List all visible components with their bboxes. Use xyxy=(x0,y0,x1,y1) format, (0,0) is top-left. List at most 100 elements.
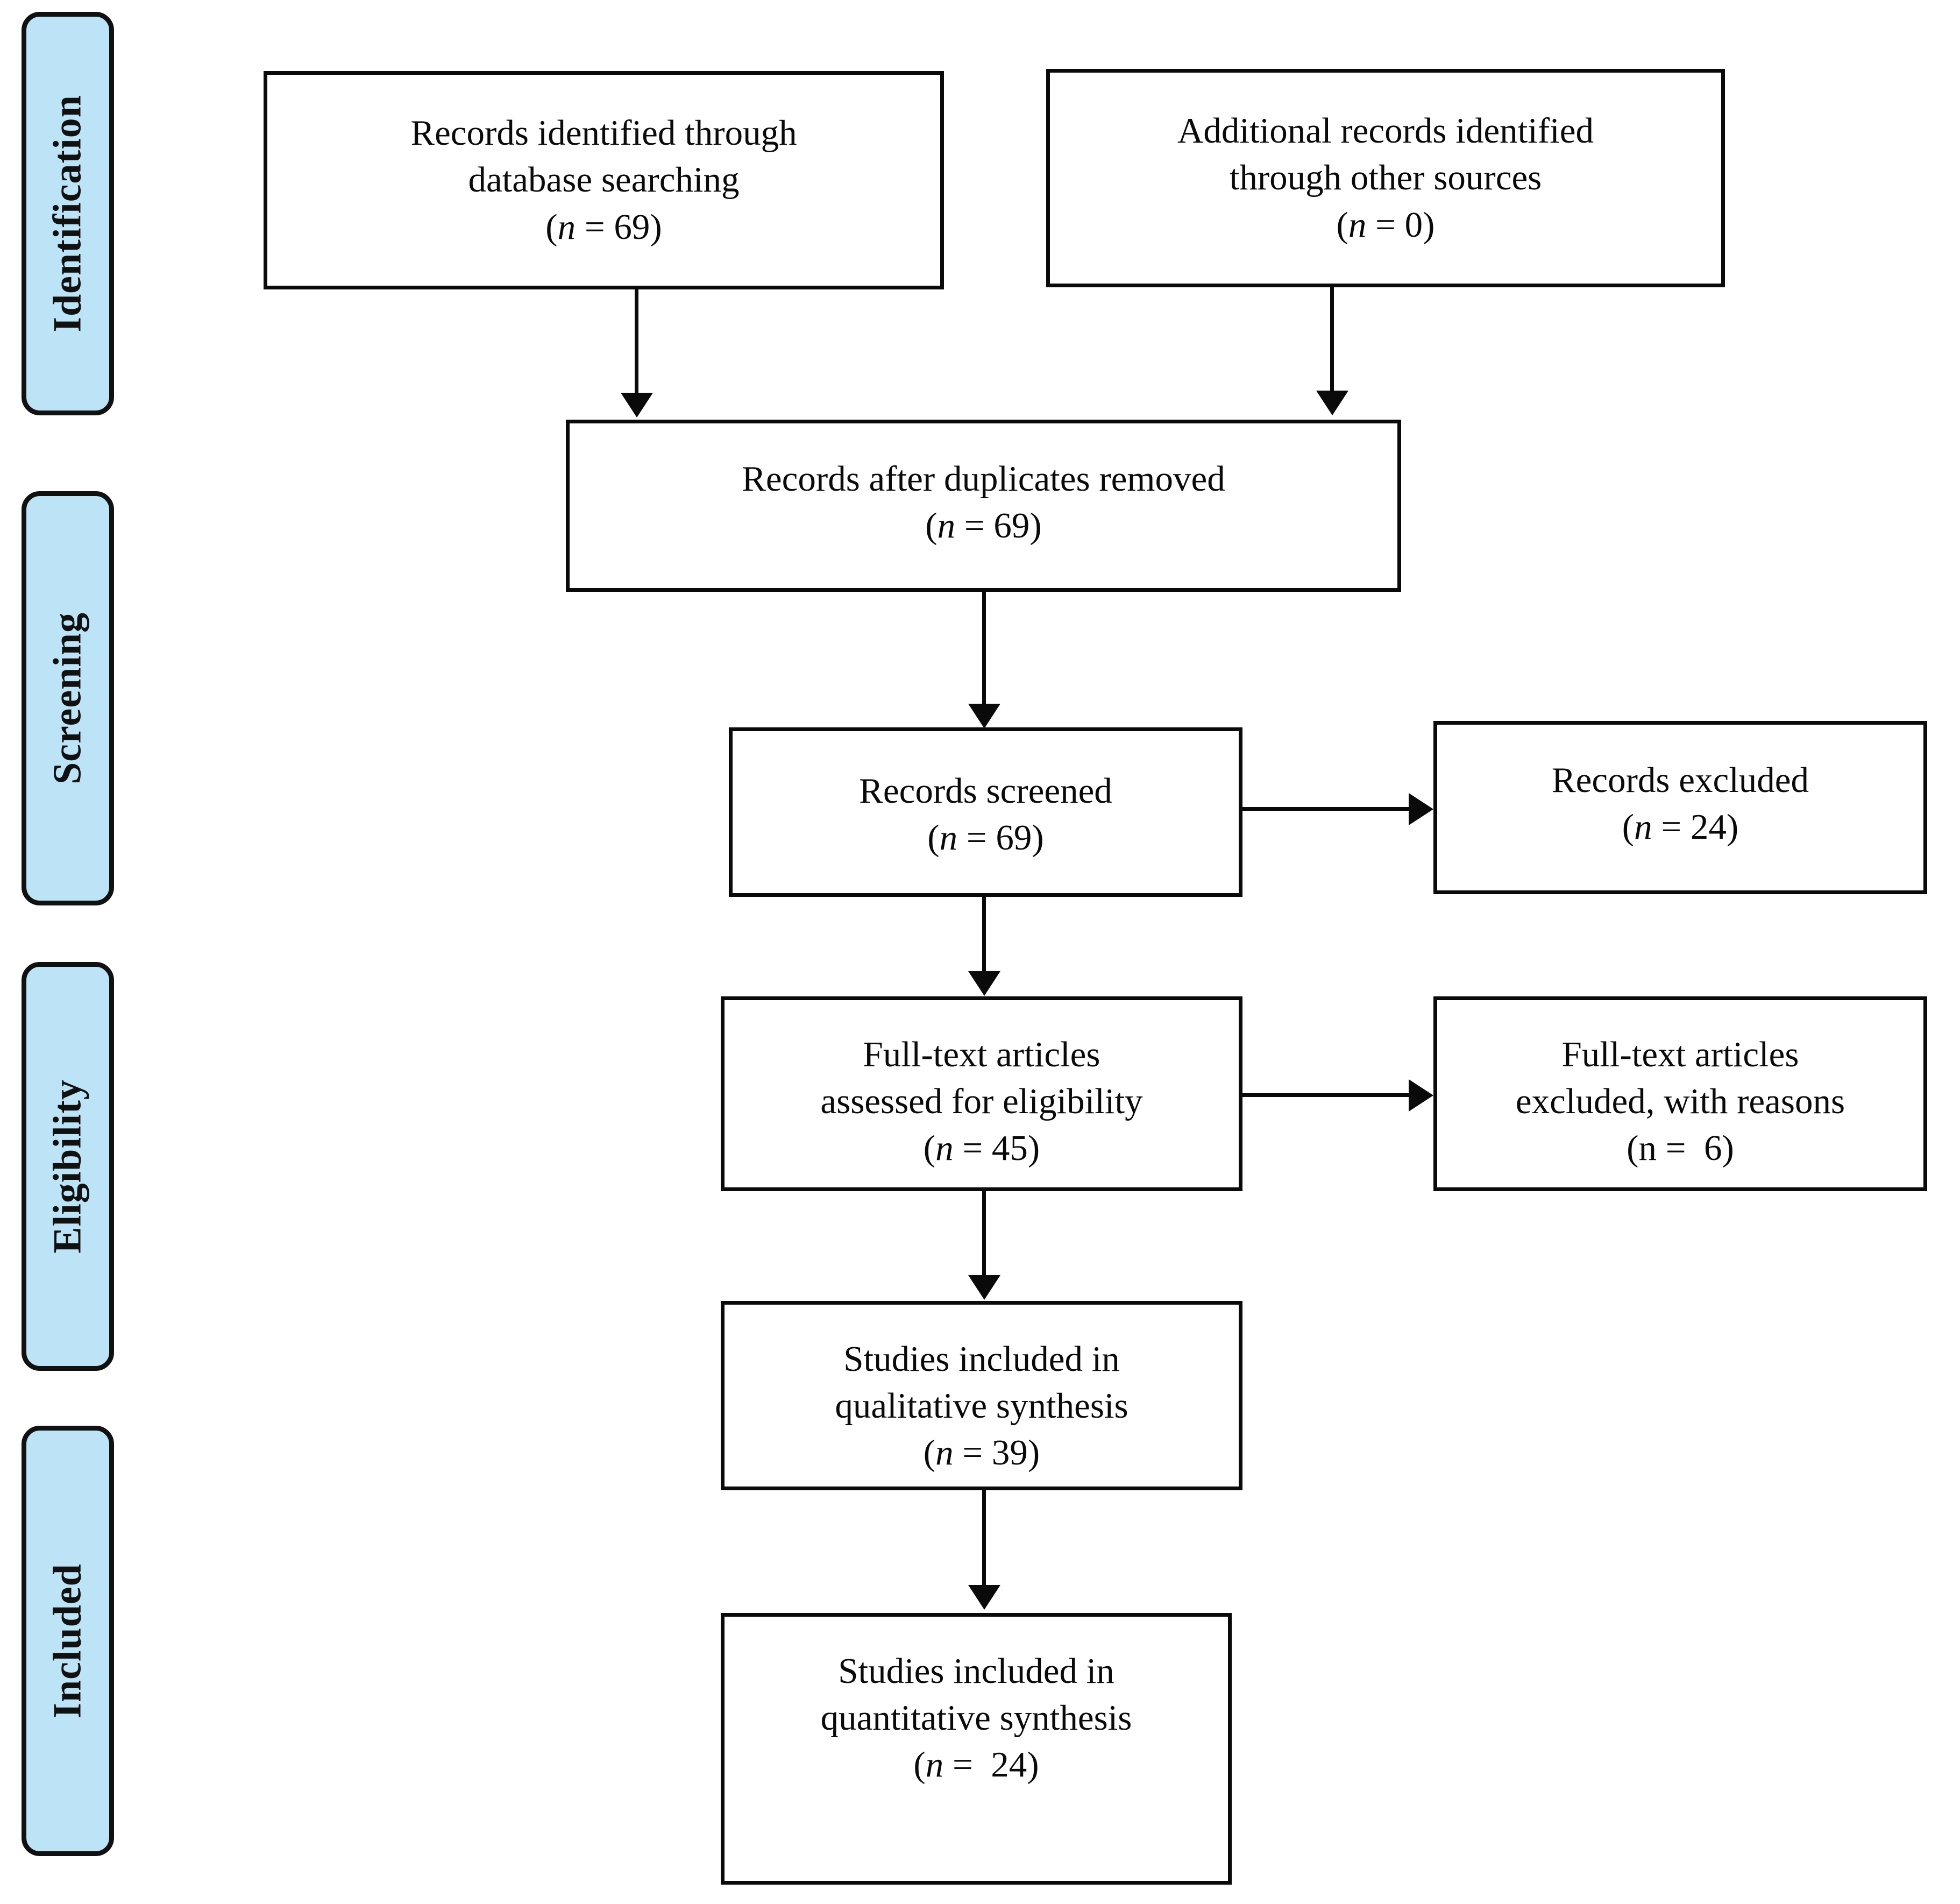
arrowhead-qualitative-to-quantitative xyxy=(968,1585,1000,1610)
box-records-identified-database-count: (n = 69) xyxy=(267,204,940,251)
n-symbol: n xyxy=(557,207,576,247)
connector-db-to-duplicates xyxy=(635,289,638,395)
box-fulltext-assessed-line1: Full-text articles xyxy=(863,1035,1100,1074)
equals-sign: = xyxy=(1656,1128,1705,1169)
phase-tab-included-label: Included xyxy=(45,1563,90,1718)
box-records-after-duplicates-count: (n = 69) xyxy=(570,502,1397,549)
arrowhead-screened-to-fulltext xyxy=(968,971,1000,996)
box-fulltext-assessed-count: (n = 45) xyxy=(725,1125,1239,1172)
box-fulltext-excluded: Full-text articles excluded, with reason… xyxy=(1433,996,1927,1191)
box-records-after-duplicates-line1: Records after duplicates removed xyxy=(742,459,1225,499)
n-value: 24 xyxy=(1690,807,1727,847)
box-fulltext-excluded-line1: Full-text articles xyxy=(1561,1035,1799,1074)
n-symbol: n xyxy=(1638,1128,1657,1169)
n-symbol: n xyxy=(935,1128,954,1169)
box-studies-qualitative-line1: Studies included in xyxy=(843,1339,1120,1379)
paren-close: ) xyxy=(1423,204,1435,245)
arrowhead-duplicates-to-screened xyxy=(968,704,1000,728)
box-records-identified-other-line2: through other sources xyxy=(1229,158,1542,198)
paren-open: ( xyxy=(923,1128,936,1169)
n-value: 69 xyxy=(996,818,1032,858)
box-studies-qualitative: Studies included in qualitative synthesi… xyxy=(721,1301,1242,1490)
box-records-excluded: Records excluded (n = 24) xyxy=(1433,721,1927,894)
paren-close: ) xyxy=(1726,807,1739,847)
n-value: 69 xyxy=(993,506,1030,546)
box-records-identified-other: Additional records identified through ot… xyxy=(1046,69,1725,287)
box-records-screened: Records screened (n = 69) xyxy=(729,727,1242,897)
phase-tab-eligibility[interactable]: Eligibility xyxy=(22,962,114,1371)
n-value: 69 xyxy=(614,207,650,247)
n-symbol: n xyxy=(935,1433,954,1473)
n-value: 0 xyxy=(1404,204,1423,245)
n-symbol: n xyxy=(1634,807,1652,847)
paren-open: ( xyxy=(913,1745,926,1785)
paren-close: ) xyxy=(650,207,662,247)
n-symbol: n xyxy=(1348,204,1367,245)
equals-sign: = xyxy=(953,1433,992,1473)
connector-duplicates-to-screened xyxy=(982,592,986,707)
paren-open: ( xyxy=(1336,204,1348,245)
paren-close: ) xyxy=(1027,1128,1040,1169)
box-studies-qualitative-line2: qualitative synthesis xyxy=(835,1386,1128,1426)
box-fulltext-excluded-count: (n = 6) xyxy=(1437,1125,1923,1172)
equals-sign: = xyxy=(1652,807,1691,847)
equals-sign: = xyxy=(943,1745,991,1785)
n-symbol: n xyxy=(939,818,958,858)
paren-close: ) xyxy=(1027,1433,1040,1473)
box-records-identified-other-count: (n = 0) xyxy=(1050,202,1721,249)
connector-screened-to-fulltext xyxy=(982,897,986,974)
box-studies-quantitative-line1: Studies included in xyxy=(838,1651,1114,1691)
box-studies-qualitative-count: (n = 39) xyxy=(725,1429,1239,1476)
paren-close: ) xyxy=(1722,1128,1734,1169)
connector-fulltext-to-excluded xyxy=(1242,1093,1412,1097)
connector-other-to-duplicates xyxy=(1330,287,1334,393)
arrowhead-fulltext-to-excluded xyxy=(1409,1079,1433,1112)
equals-sign: = xyxy=(1366,204,1405,245)
paren-close: ) xyxy=(1032,818,1044,858)
box-records-identified-other-line1: Additional records identified xyxy=(1177,111,1594,151)
arrowhead-other-to-duplicates xyxy=(1316,391,1348,415)
n-value: 24 xyxy=(991,1745,1027,1785)
box-fulltext-assessed-line2: assessed for eligibility xyxy=(820,1081,1143,1122)
box-records-after-duplicates: Records after duplicates removed (n = 69… xyxy=(566,420,1401,592)
phase-tab-identification[interactable]: Identification xyxy=(22,12,114,415)
n-value: 6 xyxy=(1704,1128,1722,1169)
box-records-identified-database-line2: database searching xyxy=(468,160,740,200)
box-records-identified-database: Records identified through database sear… xyxy=(264,71,944,289)
paren-close: ) xyxy=(1029,506,1042,546)
arrowhead-fulltext-to-qualitative xyxy=(968,1275,1000,1300)
n-value: 39 xyxy=(991,1433,1028,1473)
paren-open: ( xyxy=(925,506,938,546)
arrowhead-db-to-duplicates xyxy=(621,393,653,417)
paren-open: ( xyxy=(1627,1128,1639,1169)
paren-open: ( xyxy=(1622,807,1635,847)
box-fulltext-assessed: Full-text articles assessed for eligibil… xyxy=(721,996,1242,1191)
paren-open: ( xyxy=(927,818,940,858)
phase-tab-screening-label: Screening xyxy=(45,612,90,785)
phase-tab-identification-label: Identification xyxy=(45,95,90,332)
n-value: 45 xyxy=(991,1128,1028,1169)
connector-qualitative-to-quantitative xyxy=(982,1490,986,1588)
box-studies-quantitative: Studies included in quantitative synthes… xyxy=(721,1613,1232,1885)
box-records-excluded-count: (n = 24) xyxy=(1437,804,1923,851)
phase-tab-eligibility-label: Eligibility xyxy=(45,1079,90,1254)
box-records-excluded-line1: Records excluded xyxy=(1551,760,1809,800)
paren-open: ( xyxy=(545,207,558,247)
n-symbol: n xyxy=(937,506,956,546)
box-records-identified-database-line1: Records identified through xyxy=(410,113,797,153)
equals-sign: = xyxy=(953,1128,992,1169)
box-studies-quantitative-line2: quantitative synthesis xyxy=(820,1698,1132,1738)
box-studies-quantitative-count: (n = 24) xyxy=(725,1742,1228,1788)
box-records-screened-count: (n = 69) xyxy=(733,815,1239,861)
connector-fulltext-to-qualitative xyxy=(982,1191,986,1278)
equals-sign: = xyxy=(955,506,994,546)
equals-sign: = xyxy=(576,207,614,247)
paren-close: ) xyxy=(1027,1745,1039,1785)
n-symbol: n xyxy=(925,1745,944,1785)
paren-open: ( xyxy=(923,1433,936,1473)
phase-tab-screening[interactable]: Screening xyxy=(22,491,114,905)
box-fulltext-excluded-line2: excluded, with reasons xyxy=(1515,1081,1845,1122)
box-records-screened-line1: Records screened xyxy=(859,771,1112,811)
phase-tab-included[interactable]: Included xyxy=(22,1426,114,1856)
